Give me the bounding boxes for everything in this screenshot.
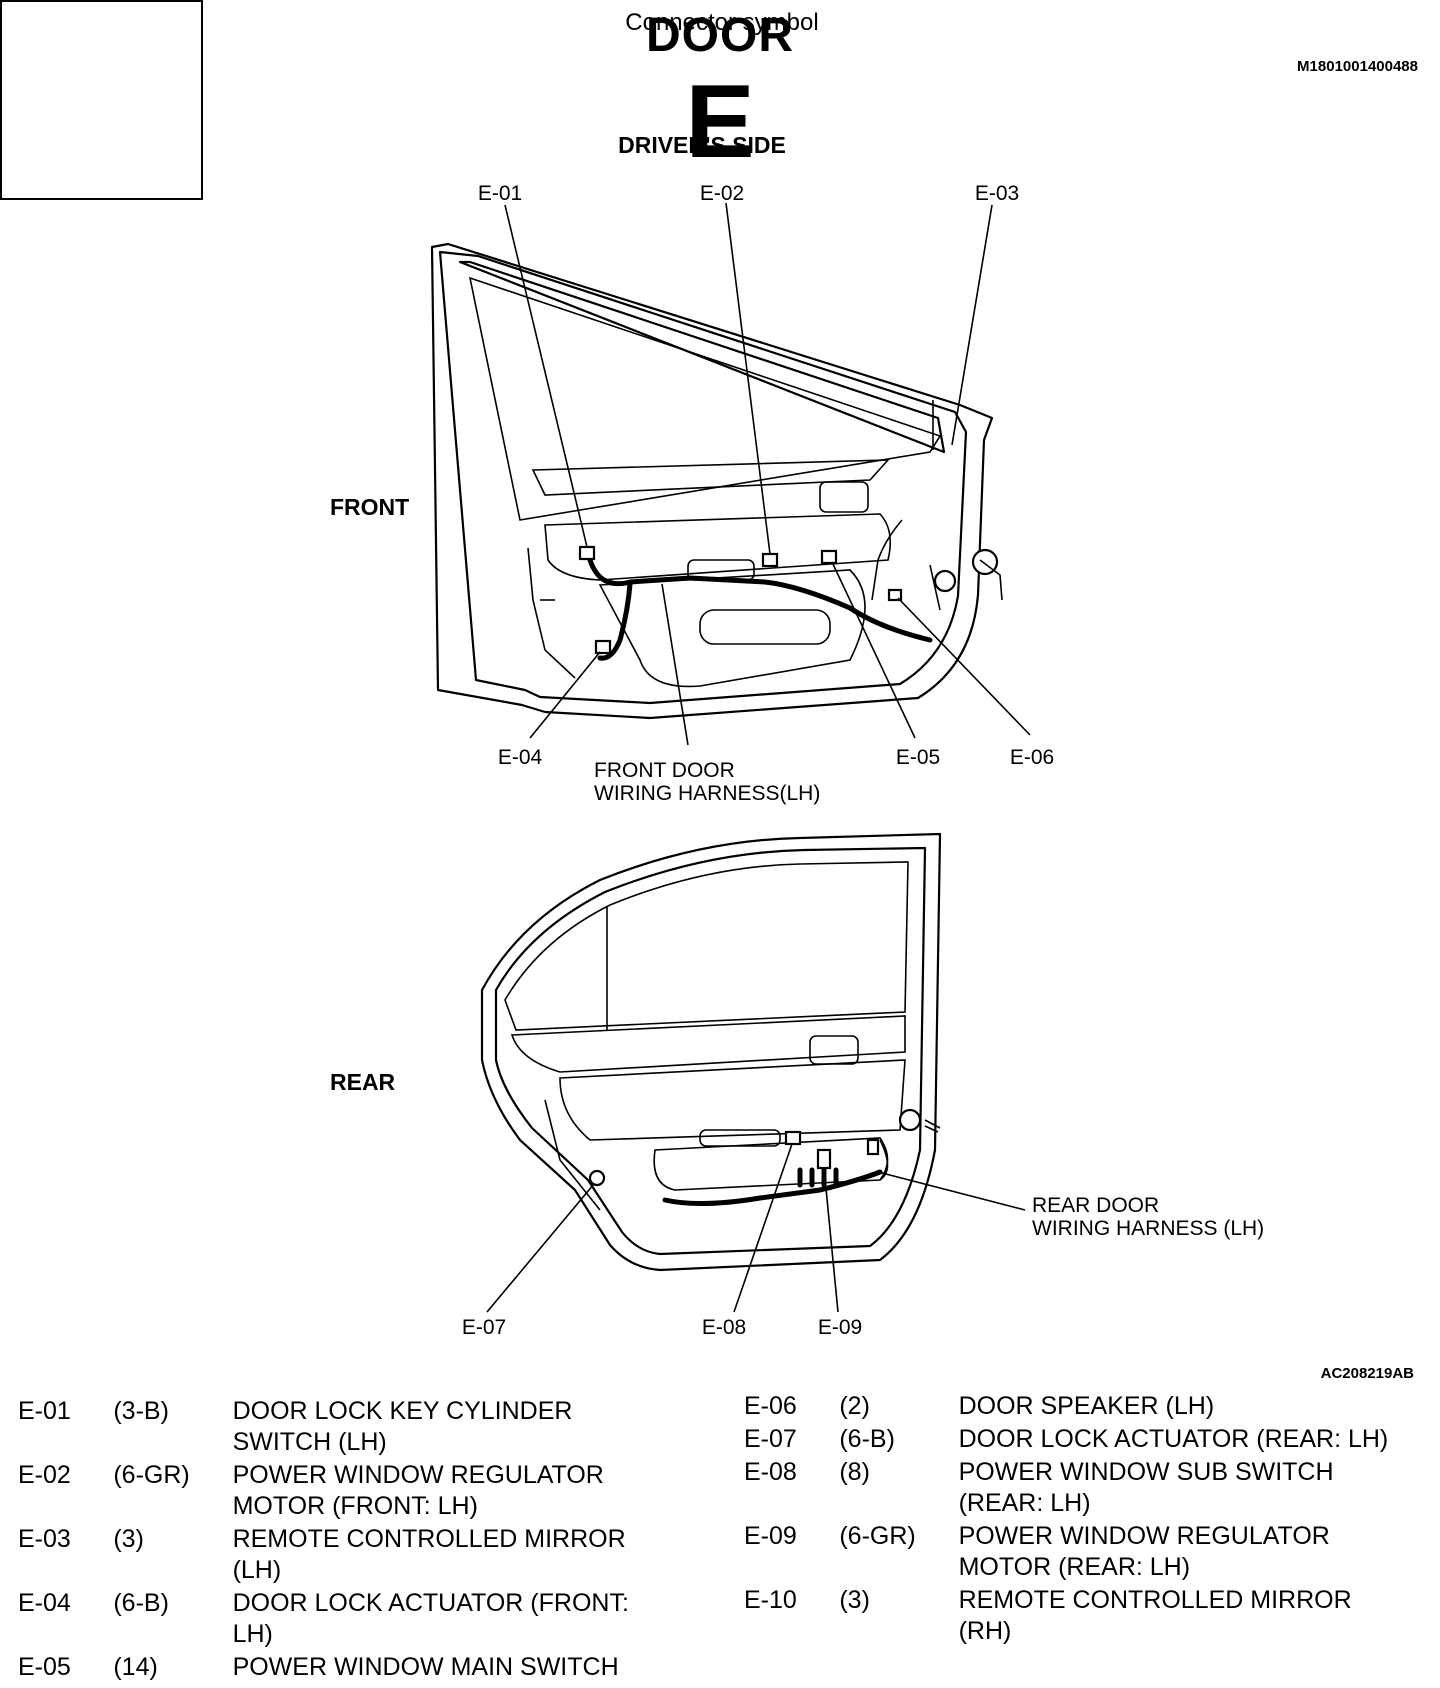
connector-symbol-box: Connector symbol E: [0, 0, 819, 200]
front-door-label: FRONT: [330, 494, 409, 520]
callout-e02: E-02: [700, 182, 744, 205]
connector-symbol-letter: E: [685, 64, 755, 180]
legend-code: E-07: [744, 1425, 797, 1453]
legend-size: (6-B): [113, 1589, 169, 1617]
connector-legend-left: E-01 (3-B) DOOR LOCK KEY CYLINDER SWITCH…: [18, 1396, 668, 1685]
legend-row: E-06 (2) DOOR SPEAKER (LH): [744, 1391, 1394, 1424]
callout-e04: E-04: [498, 746, 543, 769]
legend-code: E-03: [18, 1525, 71, 1553]
legend-code: E-08: [744, 1458, 797, 1486]
legend-desc: REMOTE CONTROLLED MIRROR (RH): [958, 1586, 1352, 1645]
callout-e06: E-06: [1010, 746, 1054, 769]
legend-desc: DOOR LOCK ACTUATOR (FRONT: LH): [232, 1589, 629, 1648]
legend-row: E-03 (3) REMOTE CONTROLLED MIRROR (LH): [18, 1524, 668, 1588]
connector-e09: [816, 1148, 832, 1170]
legend-row: E-07 (6-B) DOOR LOCK ACTUATOR (REAR: LH): [744, 1424, 1394, 1457]
legend-desc: REMOTE CONTROLLED MIRROR (LH): [232, 1525, 626, 1584]
legend-desc: POWER WINDOW MAIN SWITCH: [232, 1653, 619, 1681]
callout-e03: E-03: [975, 182, 1019, 205]
document-id: M1801001400488: [1297, 58, 1418, 75]
legend-desc: POWER WINDOW REGULATOR MOTOR (FRONT: LH): [232, 1461, 604, 1520]
page-title: DOOR: [646, 9, 794, 62]
connector-e02: [761, 552, 779, 568]
connector-e01: [578, 545, 596, 561]
legend-row: E-05 (14) POWER WINDOW MAIN SWITCH: [18, 1652, 668, 1685]
rear-harness-label-line1: REAR DOOR: [1032, 1194, 1159, 1217]
connector-legend-right: E-06 (2) DOOR SPEAKER (LH) E-07 (6-B) DO…: [744, 1391, 1394, 1649]
legend-code: E-02: [18, 1461, 71, 1489]
drivers-side-label: DRIVER'S SIDE: [618, 132, 786, 158]
legend-row: E-04 (6-B) DOOR LOCK ACTUATOR (FRONT: LH…: [18, 1588, 668, 1652]
callout-e01: E-01: [478, 182, 522, 205]
legend-size: (3): [113, 1525, 144, 1553]
connector-e06: [887, 588, 903, 602]
connector-symbol-label: Connector symbol: [625, 9, 819, 36]
rear-harness-label-line2: WIRING HARNESS (LH): [1032, 1217, 1264, 1240]
callout-e05: E-05: [896, 746, 940, 769]
legend-row: E-02 (6-GR) POWER WINDOW REGULATOR MOTOR…: [18, 1460, 668, 1524]
callout-e09: E-09: [818, 1316, 862, 1339]
legend-desc: POWER WINDOW REGULATOR MOTOR (REAR: LH): [958, 1522, 1330, 1581]
legend-row: E-01 (3-B) DOOR LOCK KEY CYLINDER SWITCH…: [18, 1396, 668, 1460]
rear-door-illustration: [480, 832, 942, 1272]
legend-desc: DOOR LOCK ACTUATOR (REAR: LH): [958, 1425, 1389, 1453]
legend-size: (3-B): [113, 1397, 169, 1425]
legend-desc: DOOR LOCK KEY CYLINDER SWITCH (LH): [232, 1397, 573, 1456]
legend-code: E-10: [744, 1586, 797, 1614]
legend-size: (6-GR): [113, 1461, 190, 1489]
legend-size: (14): [113, 1653, 158, 1681]
connector-e08: [784, 1130, 802, 1146]
legend-code: E-06: [744, 1392, 797, 1420]
legend-code: E-09: [744, 1522, 797, 1550]
legend-row: E-08 (8) POWER WINDOW SUB SWITCH (REAR: …: [744, 1457, 1394, 1521]
figure-id: AC208219AB: [1320, 1365, 1414, 1382]
legend-size: (3): [839, 1586, 870, 1614]
front-harness-label-line2: WIRING HARNESS(LH): [594, 782, 820, 805]
callout-e07: E-07: [462, 1316, 506, 1339]
callout-e08: E-08: [702, 1316, 746, 1339]
door-connector-diagram: DRIVER'S SIDE FRONT REAR E-01: [330, 132, 1264, 1339]
connector-e04: [594, 639, 612, 655]
legend-size: (6-GR): [839, 1522, 916, 1550]
connector-e05: [820, 549, 838, 565]
legend-code: E-04: [18, 1589, 71, 1617]
front-door-illustration: [430, 242, 1003, 720]
connector-e07: [588, 1169, 606, 1187]
legend-row: E-10 (3) REMOTE CONTROLLED MIRROR (RH): [744, 1585, 1394, 1649]
legend-size: (2): [839, 1392, 870, 1420]
legend-size: (8): [839, 1458, 870, 1486]
legend-code: E-05: [18, 1653, 71, 1681]
legend-row: E-09 (6-GR) POWER WINDOW REGULATOR MOTOR…: [744, 1521, 1394, 1585]
rear-door-label: REAR: [330, 1069, 396, 1095]
legend-code: E-01: [18, 1397, 71, 1425]
front-harness-label-line1: FRONT DOOR: [594, 759, 735, 782]
legend-size: (6-B): [839, 1425, 895, 1453]
legend-desc: POWER WINDOW SUB SWITCH (REAR: LH): [958, 1458, 1334, 1517]
legend-desc: DOOR SPEAKER (LH): [958, 1392, 1215, 1420]
